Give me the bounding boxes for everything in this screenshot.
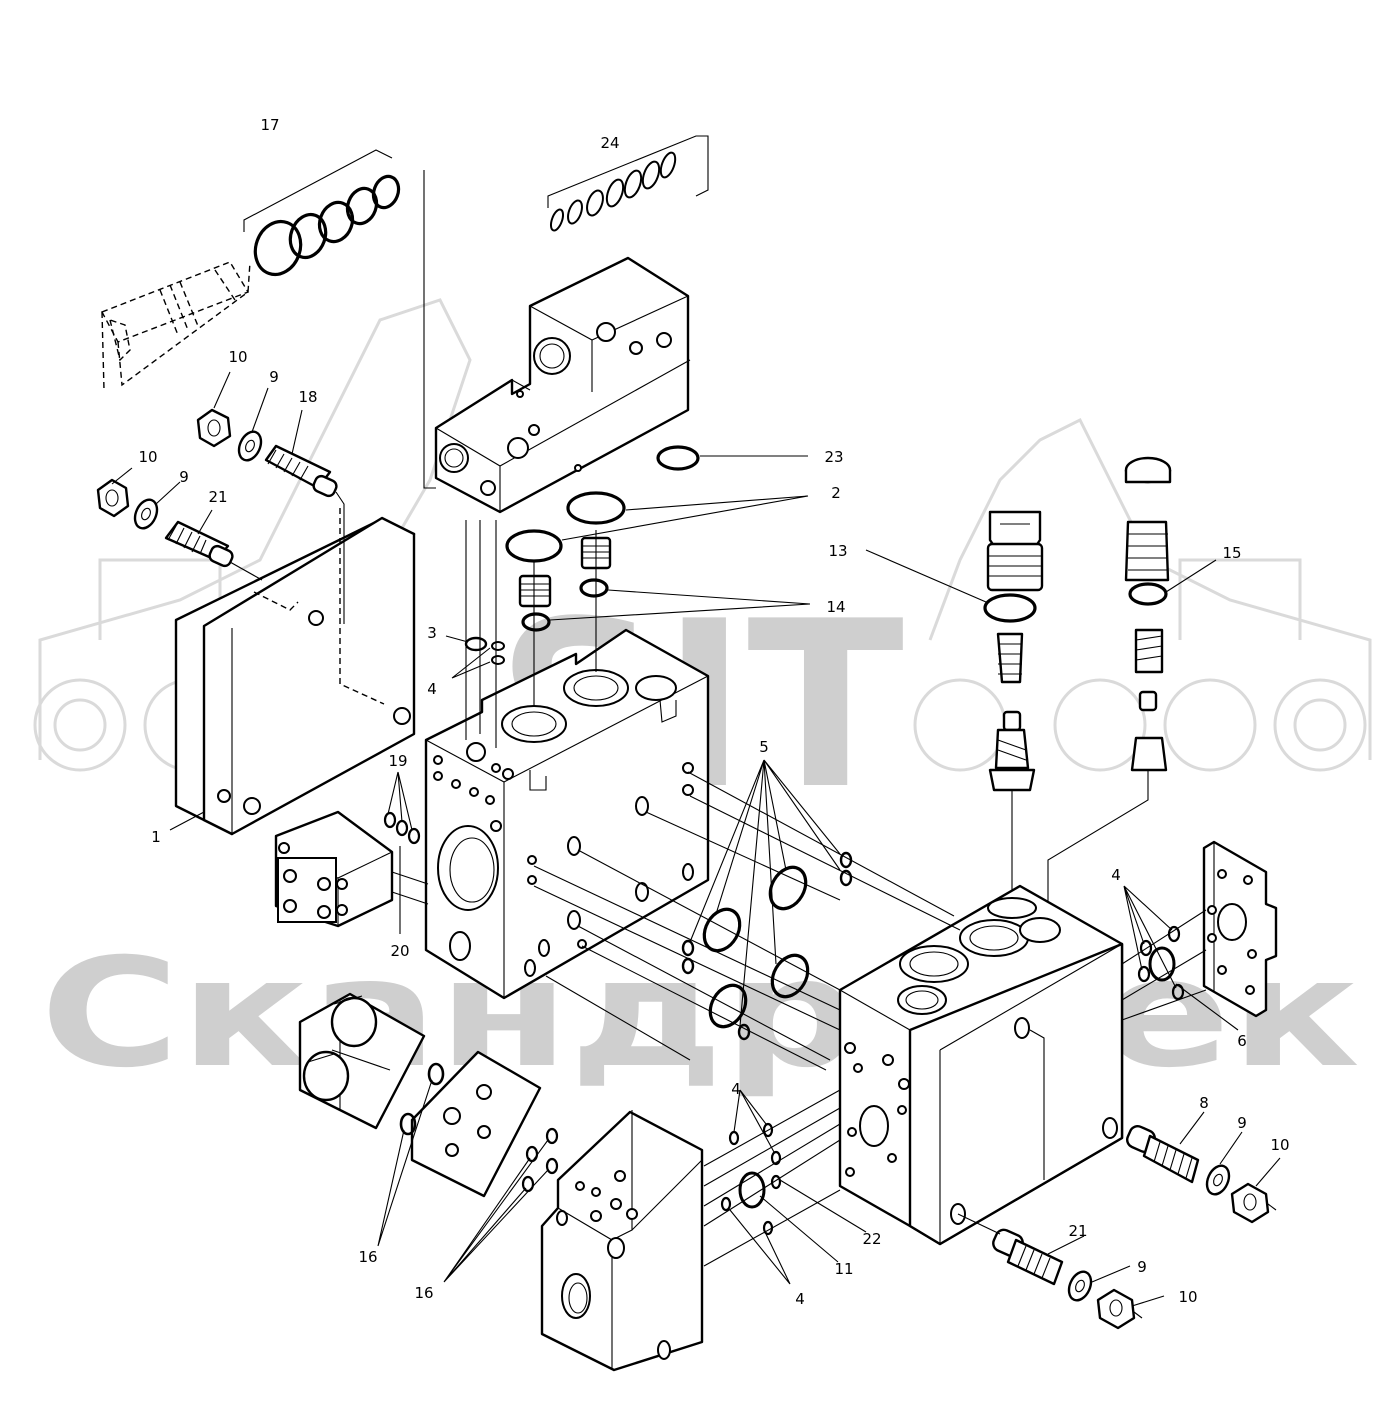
- callout-9: 9: [1237, 1114, 1247, 1132]
- callout-16: 16: [414, 1284, 433, 1302]
- o-ring-23: [656, 445, 700, 471]
- callout-9: 9: [179, 468, 189, 486]
- callout-8: 8: [1199, 1094, 1209, 1112]
- watermark-company: Скандротек: [40, 927, 1360, 1101]
- pump-outline-dashed: [101, 261, 251, 391]
- callout-2: 2: [831, 484, 841, 502]
- callout-1: 1: [151, 828, 161, 846]
- nut-10-bottom: [1096, 1288, 1143, 1330]
- callout-4: 4: [1111, 866, 1121, 884]
- callout-18: 18: [298, 388, 317, 406]
- o-rings-14: [521, 578, 609, 632]
- cover-plate-1: [174, 508, 416, 836]
- o-rings-4-11-22-bottom: [720, 1122, 782, 1236]
- callout-13: 13: [828, 542, 847, 560]
- callout-23: 23: [824, 448, 843, 466]
- callout-21: 21: [208, 488, 227, 506]
- callout-24: 24: [600, 134, 619, 152]
- callout-10: 10: [228, 348, 247, 366]
- callout-10: 10: [138, 448, 157, 466]
- washer-9-bottom: [1067, 1270, 1093, 1302]
- callout-21: 21: [1068, 1222, 1087, 1240]
- stud-21-left: [164, 520, 263, 581]
- adapter-plate-16: [410, 1050, 542, 1198]
- right-valve-block: [838, 884, 1124, 1246]
- washer-9-right: [1205, 1164, 1231, 1196]
- plug-plate-16: [298, 992, 426, 1130]
- callout-5: 5: [759, 738, 769, 756]
- callout-9: 9: [269, 368, 279, 386]
- callout-3: 3: [427, 624, 437, 642]
- callout-14: 14: [826, 598, 845, 616]
- callout-10: 10: [1270, 1136, 1289, 1154]
- callout-4: 4: [795, 1290, 805, 1308]
- washers-9-left: [133, 430, 263, 530]
- callout-16: 16: [358, 1248, 377, 1266]
- callout-22: 22: [862, 1230, 881, 1248]
- callout-4: 4: [427, 680, 437, 698]
- cartridge-15: [1047, 456, 1172, 918]
- callout-20: 20: [390, 942, 409, 960]
- nuts-10-left: [96, 408, 232, 518]
- callout-labels: 17 24 10 9 18 10 9 21 23 2 13 15 14 3 4 …: [138, 116, 1289, 1308]
- callout-10: 10: [1178, 1288, 1197, 1306]
- callout-15: 15: [1222, 544, 1241, 562]
- stud-21-bottom: [957, 1213, 1064, 1286]
- flange-block: [540, 1110, 704, 1372]
- callout-17: 17: [260, 116, 279, 134]
- o-rings-16: [399, 1062, 559, 1193]
- o-rings-17: [253, 174, 401, 277]
- o-rings-24: [549, 151, 677, 232]
- side-cover-6: [1202, 840, 1278, 1018]
- callout-19: 19: [388, 752, 407, 770]
- nut-10-right: [1230, 1182, 1277, 1224]
- callout-11: 11: [834, 1260, 853, 1278]
- solenoid-20: [274, 810, 394, 928]
- top-valve-block: [434, 256, 691, 514]
- cartridge-13: [983, 510, 1044, 902]
- callout-6: 6: [1237, 1032, 1247, 1050]
- stud-18: [264, 444, 345, 624]
- callout-9: 9: [1137, 1258, 1147, 1276]
- callout-4: 4: [731, 1080, 741, 1098]
- stud-8: [1126, 1125, 1200, 1184]
